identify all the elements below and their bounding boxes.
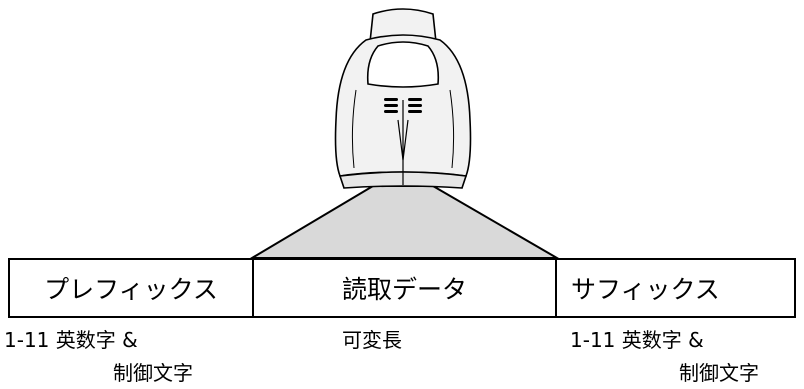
suffix-box: サフィックス <box>555 258 796 318</box>
prefix-box: プレフィックス <box>8 258 254 318</box>
prefix-caption-line1: 1-11 英数字 & <box>4 328 138 352</box>
scan-beam <box>248 185 561 259</box>
read-data-caption: 可変長 <box>342 328 402 352</box>
suffix-label: サフィックス <box>571 275 720 304</box>
prefix-label: プレフィックス <box>44 275 218 304</box>
barcode-scanner-icon <box>334 8 472 189</box>
suffix-caption-line1: 1-11 英数字 & <box>570 328 704 352</box>
prefix-caption-line2: 制御文字 <box>113 361 193 385</box>
read-data-box: 読取データ <box>252 258 557 318</box>
read-data-label: 読取データ <box>341 275 467 304</box>
suffix-caption-line2: 制御文字 <box>679 361 759 385</box>
